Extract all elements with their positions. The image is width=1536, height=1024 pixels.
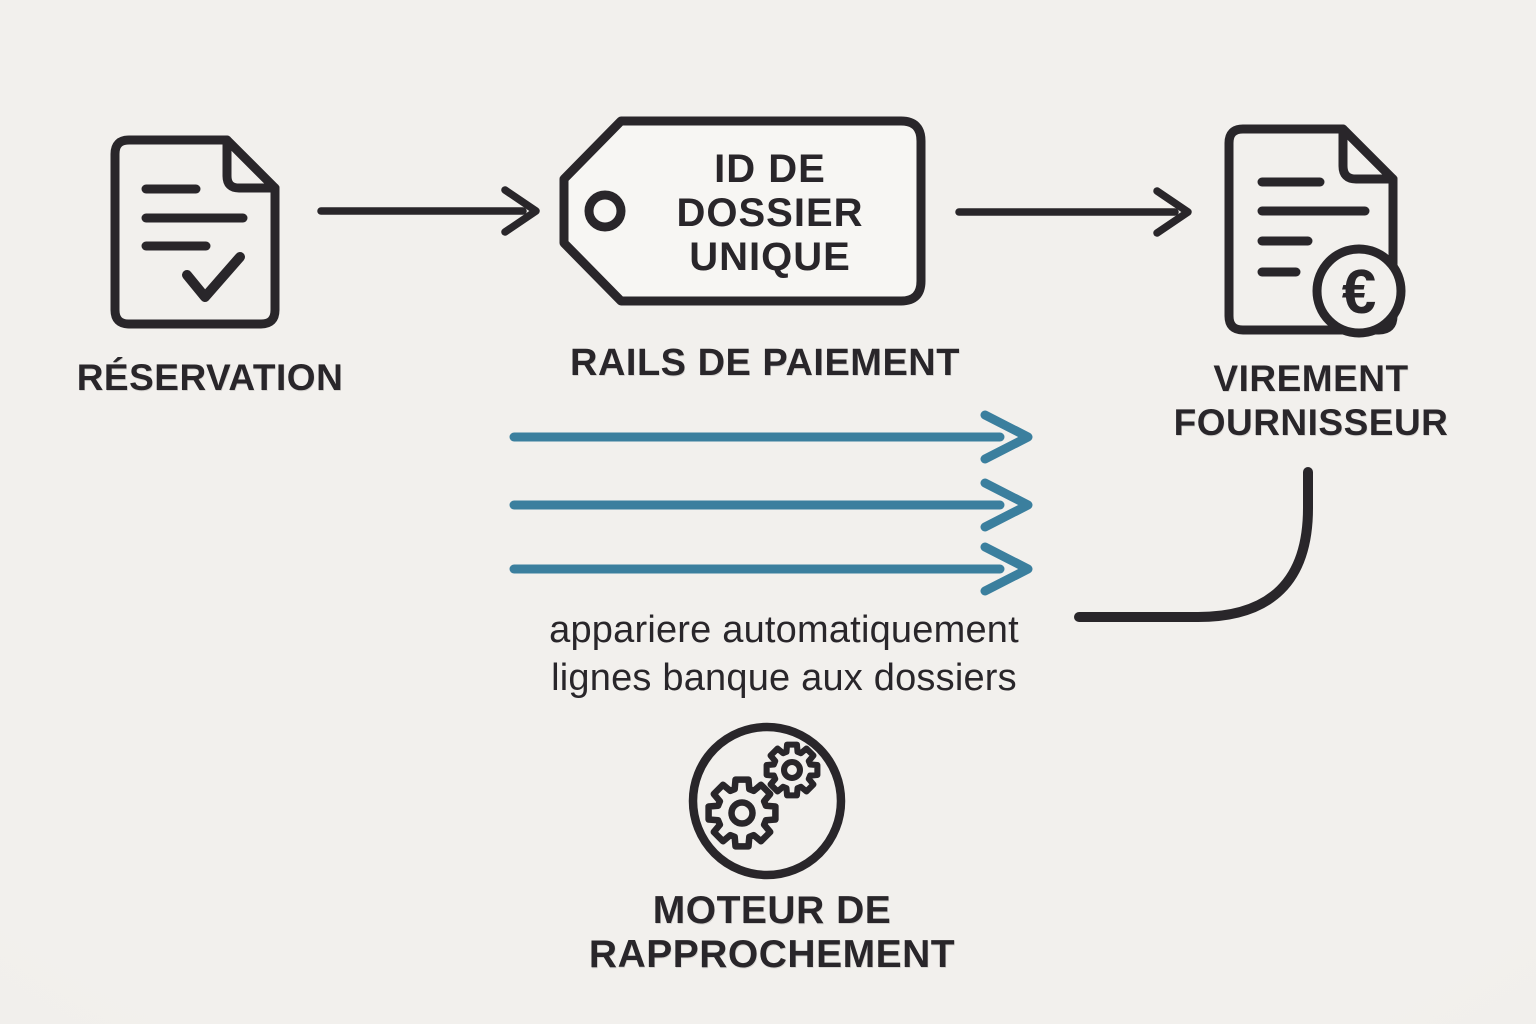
supplier-transfer-label-line-1: VIREMENT: [1213, 358, 1409, 399]
elbow-connector-icon: [1074, 467, 1313, 622]
invoice-euro-icon: €: [1224, 124, 1406, 338]
tag-id-text: ID DE DOSSIER UNIQUE: [625, 147, 915, 279]
gears-icon: [688, 722, 846, 880]
tag-id-line-3: UNIQUE: [689, 235, 851, 279]
large-gear: [709, 780, 776, 847]
arrow-rails-to-virement-icon: [955, 187, 1192, 237]
match-arrow-2: [509, 478, 1033, 532]
reservation-label: RÉSERVATION: [76, 357, 344, 398]
document-check-icon: [110, 135, 280, 329]
tag-id-line-1: ID DE: [714, 147, 826, 191]
tag-id-line-2: DOSSIER: [676, 191, 864, 235]
supplier-transfer-label: VIREMENT FOURNISSEUR: [1136, 357, 1486, 445]
reconciliation-label: MOTEUR DE RAPPROCHEMENT: [492, 889, 1052, 977]
match-arrow-3: [509, 542, 1033, 596]
euro-symbol: €: [1342, 258, 1376, 327]
annotation-text: appariere automatiquement lignes banque …: [480, 606, 1088, 702]
payment-match-arrows-icon: [509, 410, 1033, 596]
reconciliation-label-line-2: RAPPROCHEMENT: [588, 933, 956, 976]
euro-circle: [1312, 244, 1406, 338]
arrow-reservation-to-rails-icon: [317, 186, 540, 236]
tag-icon: [559, 116, 926, 306]
small-gear: [767, 745, 818, 796]
match-arrow-1: [509, 410, 1033, 464]
payment-rails-label: RAILS DE PAIEMENT: [570, 342, 960, 384]
annotation-line-2: lignes banque aux dossiers: [551, 657, 1017, 699]
reconciliation-label-line-1: MOTEUR DE: [652, 889, 892, 932]
supplier-transfer-label-line-2: FOURNISSEUR: [1173, 402, 1449, 443]
annotation-line-1: appariere automatiquement: [549, 609, 1019, 651]
